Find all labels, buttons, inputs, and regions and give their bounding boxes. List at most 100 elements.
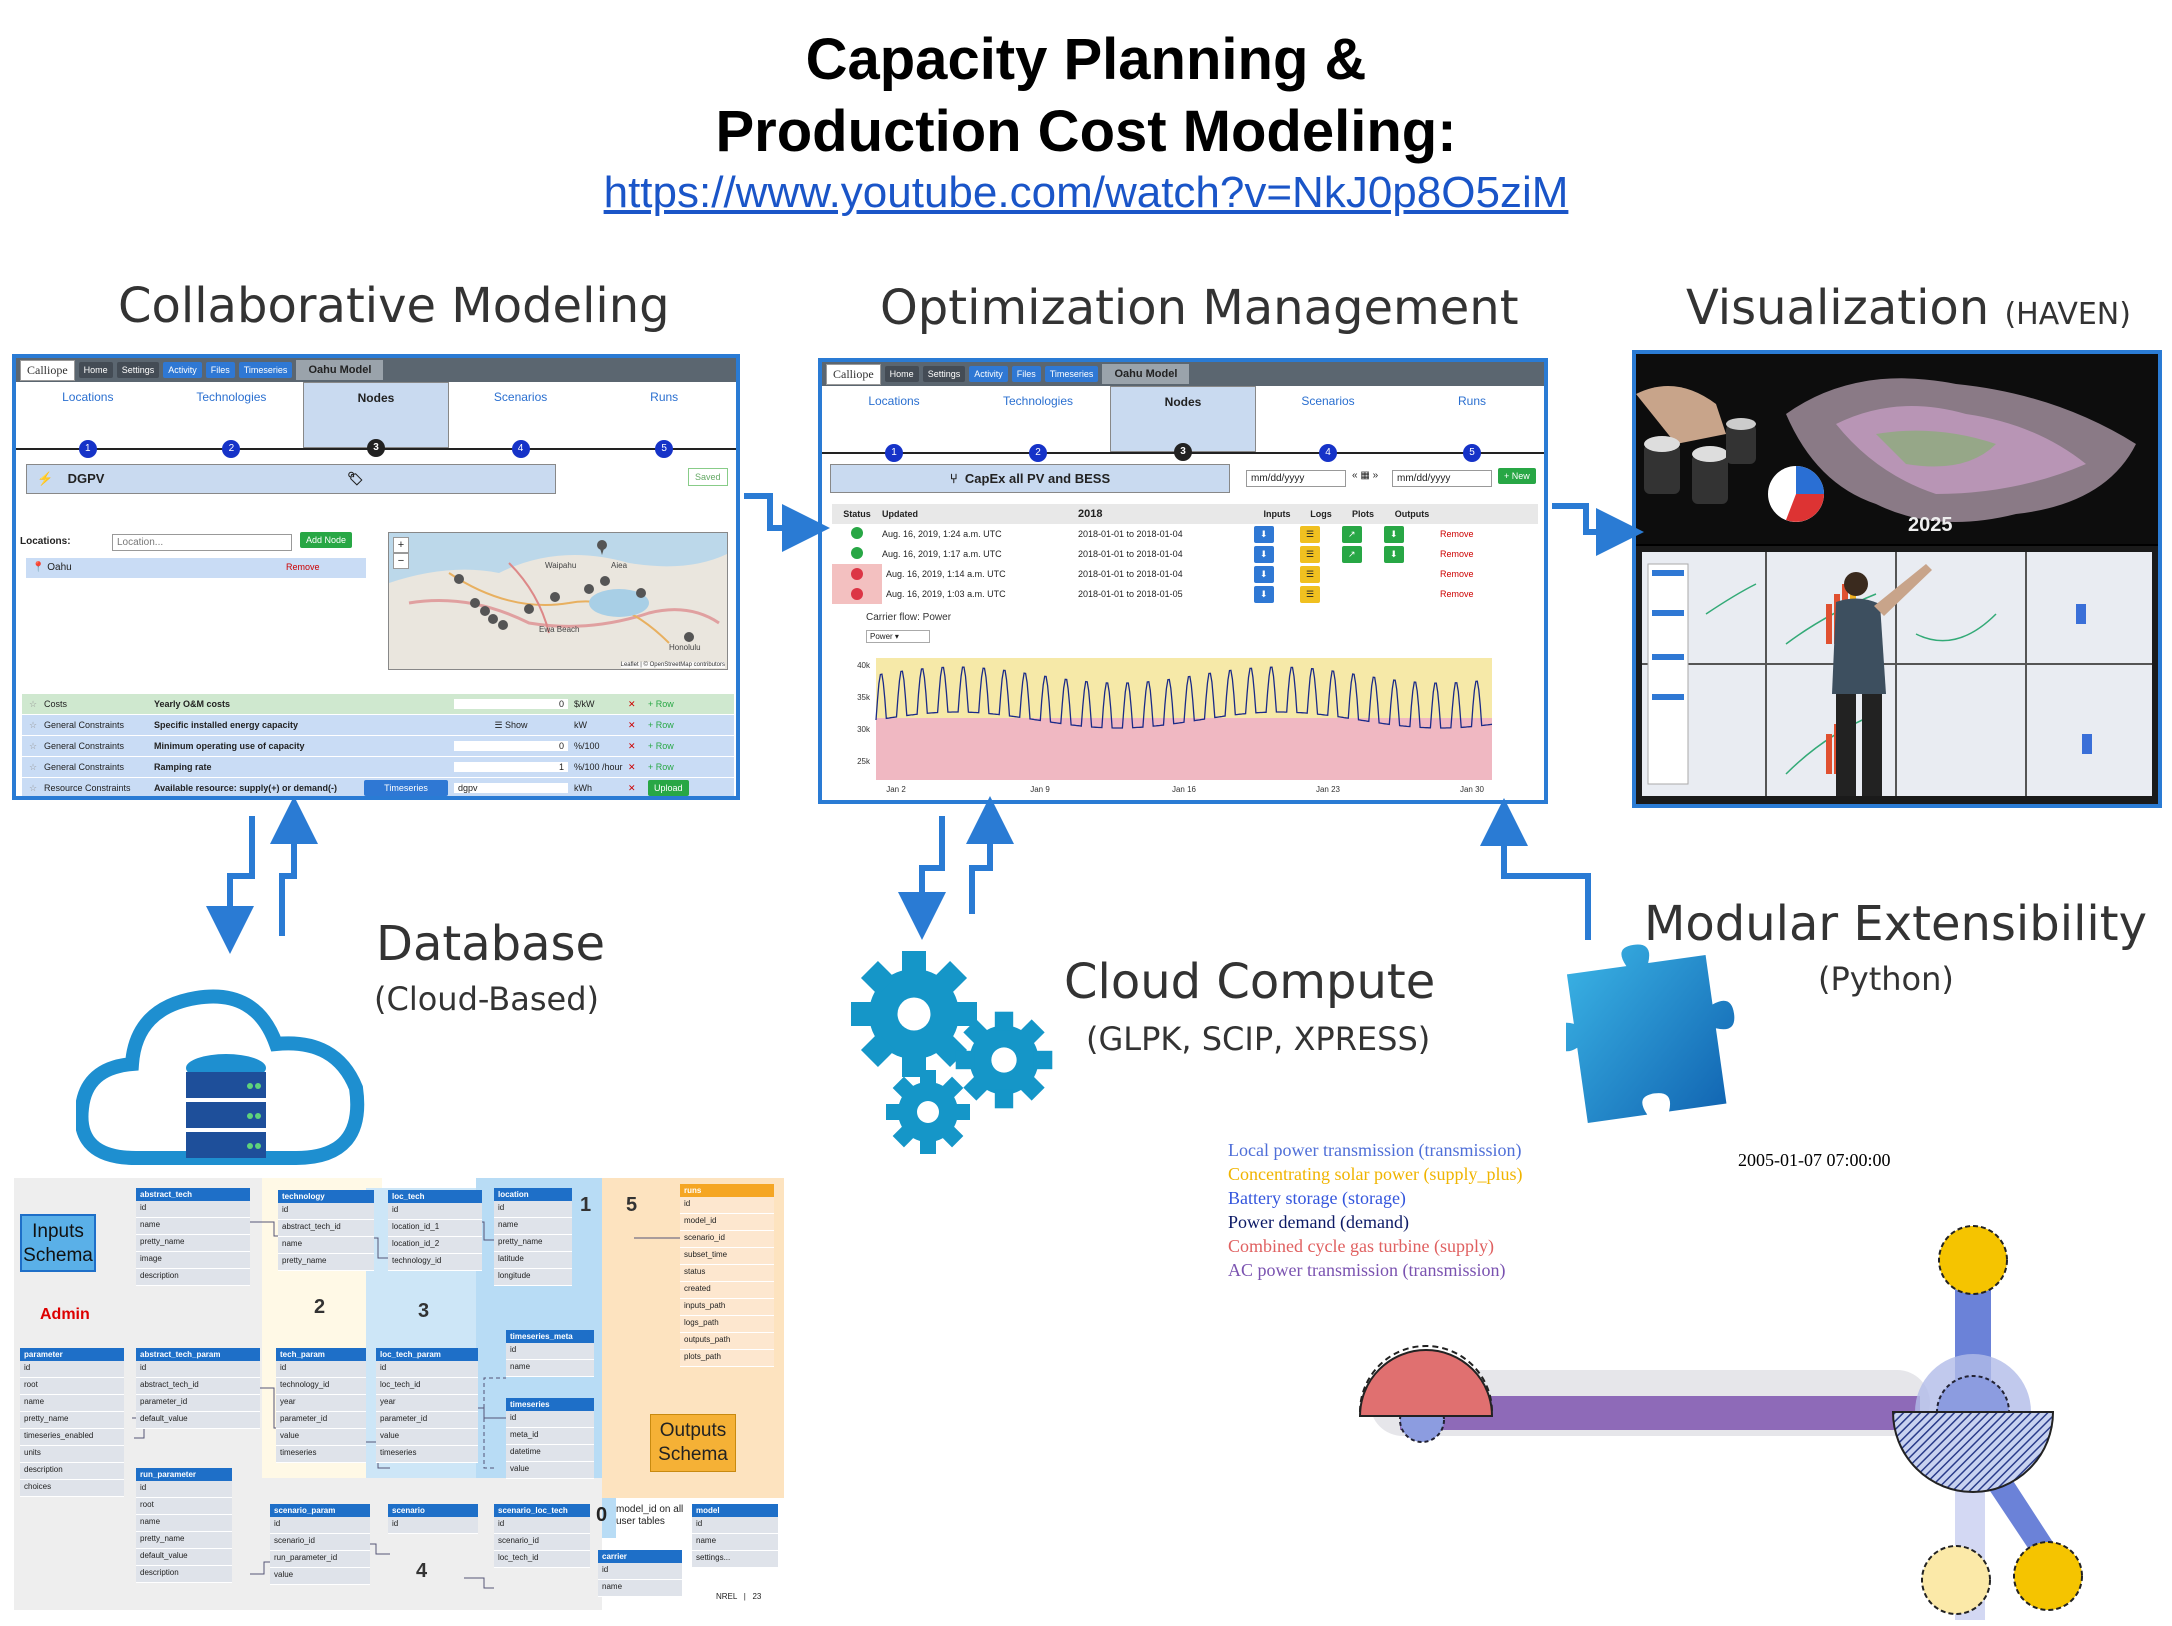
remove-run-button[interactable]: Remove bbox=[1440, 549, 1474, 559]
logs-button[interactable]: ☰ bbox=[1300, 525, 1321, 543]
add-row-button[interactable]: + Row bbox=[648, 741, 674, 751]
param-value[interactable]: 0 bbox=[454, 699, 568, 709]
carrier-flow-label: Carrier flow: Power bbox=[866, 612, 952, 623]
delete-icon[interactable]: ✕ bbox=[628, 782, 636, 793]
video-link[interactable]: https://www.youtube.com/watch?v=NkJ0p8O5… bbox=[603, 168, 1569, 217]
delete-icon[interactable]: ✕ bbox=[628, 761, 636, 772]
modular-note: (Python) bbox=[1818, 960, 1954, 998]
y-tick-label: 35k bbox=[857, 693, 871, 702]
nav-files[interactable]: Files bbox=[205, 362, 235, 378]
nav-home[interactable]: Home bbox=[78, 362, 113, 378]
logs-button[interactable]: ☰ bbox=[1300, 565, 1321, 583]
table-field: year bbox=[376, 1395, 478, 1412]
inputs-download-button[interactable]: ⬇ bbox=[1254, 525, 1274, 543]
zoom-out-button[interactable]: − bbox=[393, 553, 409, 569]
add-node-button[interactable]: Add Node bbox=[300, 532, 353, 548]
step-number: 3 bbox=[366, 439, 385, 457]
add-row-button[interactable]: + Row bbox=[648, 699, 674, 709]
table-field: id bbox=[136, 1481, 232, 1498]
model-name: Oahu Model bbox=[1102, 364, 1190, 384]
nav-settings[interactable]: Settings bbox=[116, 362, 160, 378]
inputs-download-button[interactable]: ⬇ bbox=[1254, 545, 1274, 563]
table-loc-tech-param: loc_tech_param id loc_tech_id year param… bbox=[376, 1348, 478, 1463]
delete-icon[interactable]: ✕ bbox=[628, 719, 636, 730]
param-group: General Constraints bbox=[44, 720, 125, 730]
nav-activity[interactable]: Activity bbox=[969, 366, 1008, 382]
start-date-input[interactable]: mm/dd/yyyy bbox=[1246, 470, 1346, 487]
run-range: 2018-01-01 to 2018-01-04 bbox=[1078, 569, 1183, 579]
chart-area-base bbox=[876, 718, 1492, 780]
add-row-button[interactable]: + Row bbox=[648, 720, 674, 730]
run-updated: Aug. 16, 2019, 1:14 a.m. UTC bbox=[886, 569, 1006, 579]
timeseries-button[interactable]: Timeseries bbox=[364, 780, 448, 796]
table-field: name bbox=[136, 1218, 250, 1235]
logs-button[interactable]: ☰ bbox=[1300, 545, 1321, 563]
plots-button[interactable]: ↗ bbox=[1342, 545, 1362, 563]
table-header: run_parameter bbox=[136, 1468, 232, 1481]
param-unit: %/100 bbox=[574, 741, 600, 751]
param-value[interactable]: 1 bbox=[454, 762, 568, 772]
param-group: Resource Constraints bbox=[44, 783, 131, 793]
upload-button[interactable]: Upload bbox=[648, 780, 689, 796]
app-brand[interactable]: Calliope bbox=[826, 363, 881, 385]
table-header: model bbox=[692, 1504, 778, 1517]
param-name: Ramping rate bbox=[154, 762, 212, 772]
location-item[interactable]: 📍 Oahu Remove bbox=[26, 558, 366, 578]
remove-run-button[interactable]: Remove bbox=[1440, 529, 1474, 539]
location-map[interactable]: + − Waipahu Aiea Ewa Beach Honolulu Leaf… bbox=[388, 532, 728, 670]
add-row-button[interactable]: + Row bbox=[648, 762, 674, 772]
schema-footer: NREL | 23 bbox=[716, 1592, 762, 1601]
nav-home[interactable]: Home bbox=[884, 366, 919, 382]
nav-timeseries[interactable]: Timeseries bbox=[238, 362, 293, 378]
app-brand[interactable]: Calliope bbox=[20, 359, 75, 381]
param-value[interactable]: 0 bbox=[454, 741, 568, 751]
nav-activity[interactable]: Activity bbox=[163, 362, 202, 378]
new-run-button[interactable]: + New bbox=[1498, 468, 1536, 484]
col-plots: Plots bbox=[1351, 509, 1374, 519]
table-model: model id name settings... bbox=[692, 1504, 778, 1568]
remove-location-button[interactable]: Remove bbox=[286, 562, 320, 572]
calendar-icon[interactable]: « ▦ » bbox=[1352, 470, 1379, 481]
table-field: scenario_id bbox=[270, 1534, 370, 1551]
saved-button[interactable]: Saved bbox=[688, 468, 728, 486]
table-field: inputs_path bbox=[680, 1299, 774, 1316]
carrier-select[interactable]: Power ▾ bbox=[866, 630, 930, 643]
delete-icon[interactable]: ✕ bbox=[628, 740, 636, 751]
table-scenario: scenario id bbox=[388, 1504, 478, 1534]
logs-button[interactable]: ☰ bbox=[1300, 585, 1321, 603]
param-name: Minimum operating use of capacity bbox=[154, 741, 305, 751]
plots-button[interactable]: ↗ bbox=[1342, 525, 1362, 543]
arrow-collab-to-optim bbox=[744, 493, 830, 552]
inputs-download-button[interactable]: ⬇ bbox=[1254, 565, 1274, 583]
legend-item: AC power transmission (transmission) bbox=[1228, 1260, 1506, 1280]
show-button[interactable]: ☰ Show bbox=[494, 719, 528, 730]
inputs-download-button[interactable]: ⬇ bbox=[1254, 585, 1274, 603]
nav-settings[interactable]: Settings bbox=[922, 366, 966, 382]
remove-run-button[interactable]: Remove bbox=[1440, 569, 1474, 579]
timeseries-select[interactable]: dgpv bbox=[454, 783, 568, 793]
outputs-download-button[interactable]: ⬇ bbox=[1384, 525, 1404, 543]
table-header: timeseries bbox=[506, 1398, 594, 1411]
nav-files[interactable]: Files bbox=[1011, 366, 1041, 382]
delete-icon[interactable]: ✕ bbox=[628, 698, 636, 709]
arrow-cloud-to-optim bbox=[966, 796, 1014, 914]
region-number-1: 1 bbox=[580, 1194, 592, 1216]
end-date-input[interactable]: mm/dd/yyyy bbox=[1392, 470, 1492, 487]
location-select[interactable]: Location... bbox=[112, 534, 292, 551]
col-logs: Logs bbox=[1310, 509, 1332, 519]
zoom-in-button[interactable]: + bbox=[393, 537, 409, 553]
outputs-download-button[interactable]: ⬇ bbox=[1384, 545, 1404, 563]
nav-timeseries[interactable]: Timeseries bbox=[1044, 366, 1099, 382]
legend-item: Battery storage (storage) bbox=[1228, 1188, 1406, 1208]
remove-run-button[interactable]: Remove bbox=[1440, 589, 1474, 599]
